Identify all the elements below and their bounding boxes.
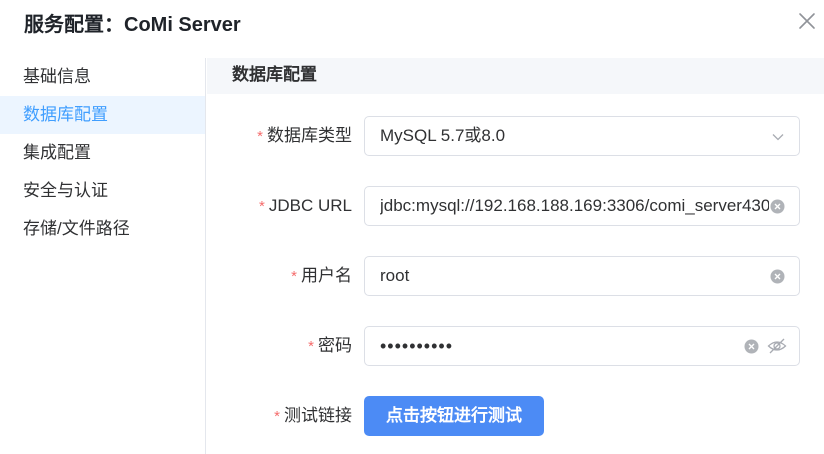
jdbc-url-value: jdbc:mysql://192.168.188.169:3306/comi_s… — [380, 196, 769, 215]
db-type-select[interactable]: MySQL 5.7或8.0 — [364, 116, 800, 156]
required-mark: * — [274, 408, 280, 425]
form-row-test-connection: *测试链接 点击按钮进行测试 — [207, 396, 824, 436]
form-row-db-type: *数据库类型 MySQL 5.7或8.0 — [207, 116, 824, 156]
jdbc-url-label: *JDBC URL — [259, 186, 352, 226]
test-label: *测试链接 — [274, 396, 352, 436]
password-label-text: 密码 — [318, 336, 352, 355]
required-mark: * — [291, 268, 297, 285]
dialog-header: 服务配置：CoMi Server — [0, 0, 824, 56]
dialog-title: 服务配置：CoMi Server — [24, 14, 241, 36]
db-type-label-text: 数据库类型 — [267, 126, 352, 145]
sidebar-item-database-config[interactable]: 数据库配置 — [0, 96, 205, 134]
db-type-value: MySQL 5.7或8.0 — [380, 126, 506, 145]
username-label: *用户名 — [291, 256, 352, 296]
clear-icon[interactable] — [770, 199, 785, 214]
required-mark: * — [259, 198, 265, 215]
jdbc-url-label-text: JDBC URL — [268, 196, 352, 215]
form-row-password: *密码 •••••••••• — [207, 326, 824, 366]
username-value: root — [380, 266, 410, 285]
form-row-jdbc-url: *JDBC URL jdbc:mysql://192.168.188.169:3… — [207, 186, 824, 226]
sidebar-item-storage-path[interactable]: 存储/文件路径 — [23, 219, 130, 238]
clear-icon[interactable] — [744, 339, 759, 354]
password-label: *密码 — [308, 326, 352, 366]
password-input[interactable]: •••••••••• — [364, 326, 800, 366]
close-icon[interactable] — [796, 10, 818, 32]
required-mark: * — [257, 128, 263, 145]
sidebar-item-security-auth[interactable]: 安全与认证 — [23, 181, 108, 200]
test-label-text: 测试链接 — [284, 406, 352, 425]
db-type-label: *数据库类型 — [257, 116, 352, 156]
clear-icon[interactable] — [770, 269, 785, 284]
sidebar-nav: 基础信息 数据库配置 集成配置 安全与认证 存储/文件路径 — [0, 58, 206, 454]
eye-off-icon[interactable] — [767, 337, 787, 355]
form-row-username: *用户名 root — [207, 256, 824, 296]
required-mark: * — [308, 338, 314, 355]
sidebar-item-basic-info[interactable]: 基础信息 — [23, 67, 91, 86]
chevron-down-icon[interactable] — [771, 130, 785, 144]
sidebar-item-integration-config[interactable]: 集成配置 — [23, 143, 91, 162]
jdbc-url-input[interactable]: jdbc:mysql://192.168.188.169:3306/comi_s… — [364, 186, 800, 226]
section-title: 数据库配置 — [207, 58, 824, 94]
username-input[interactable]: root — [364, 256, 800, 296]
password-value: •••••••••• — [380, 336, 454, 356]
main-content: 数据库配置 *数据库类型 MySQL 5.7或8.0 *JDBC URL jdb… — [207, 58, 824, 454]
test-connection-button[interactable]: 点击按钮进行测试 — [364, 396, 544, 436]
username-label-text: 用户名 — [301, 266, 352, 285]
